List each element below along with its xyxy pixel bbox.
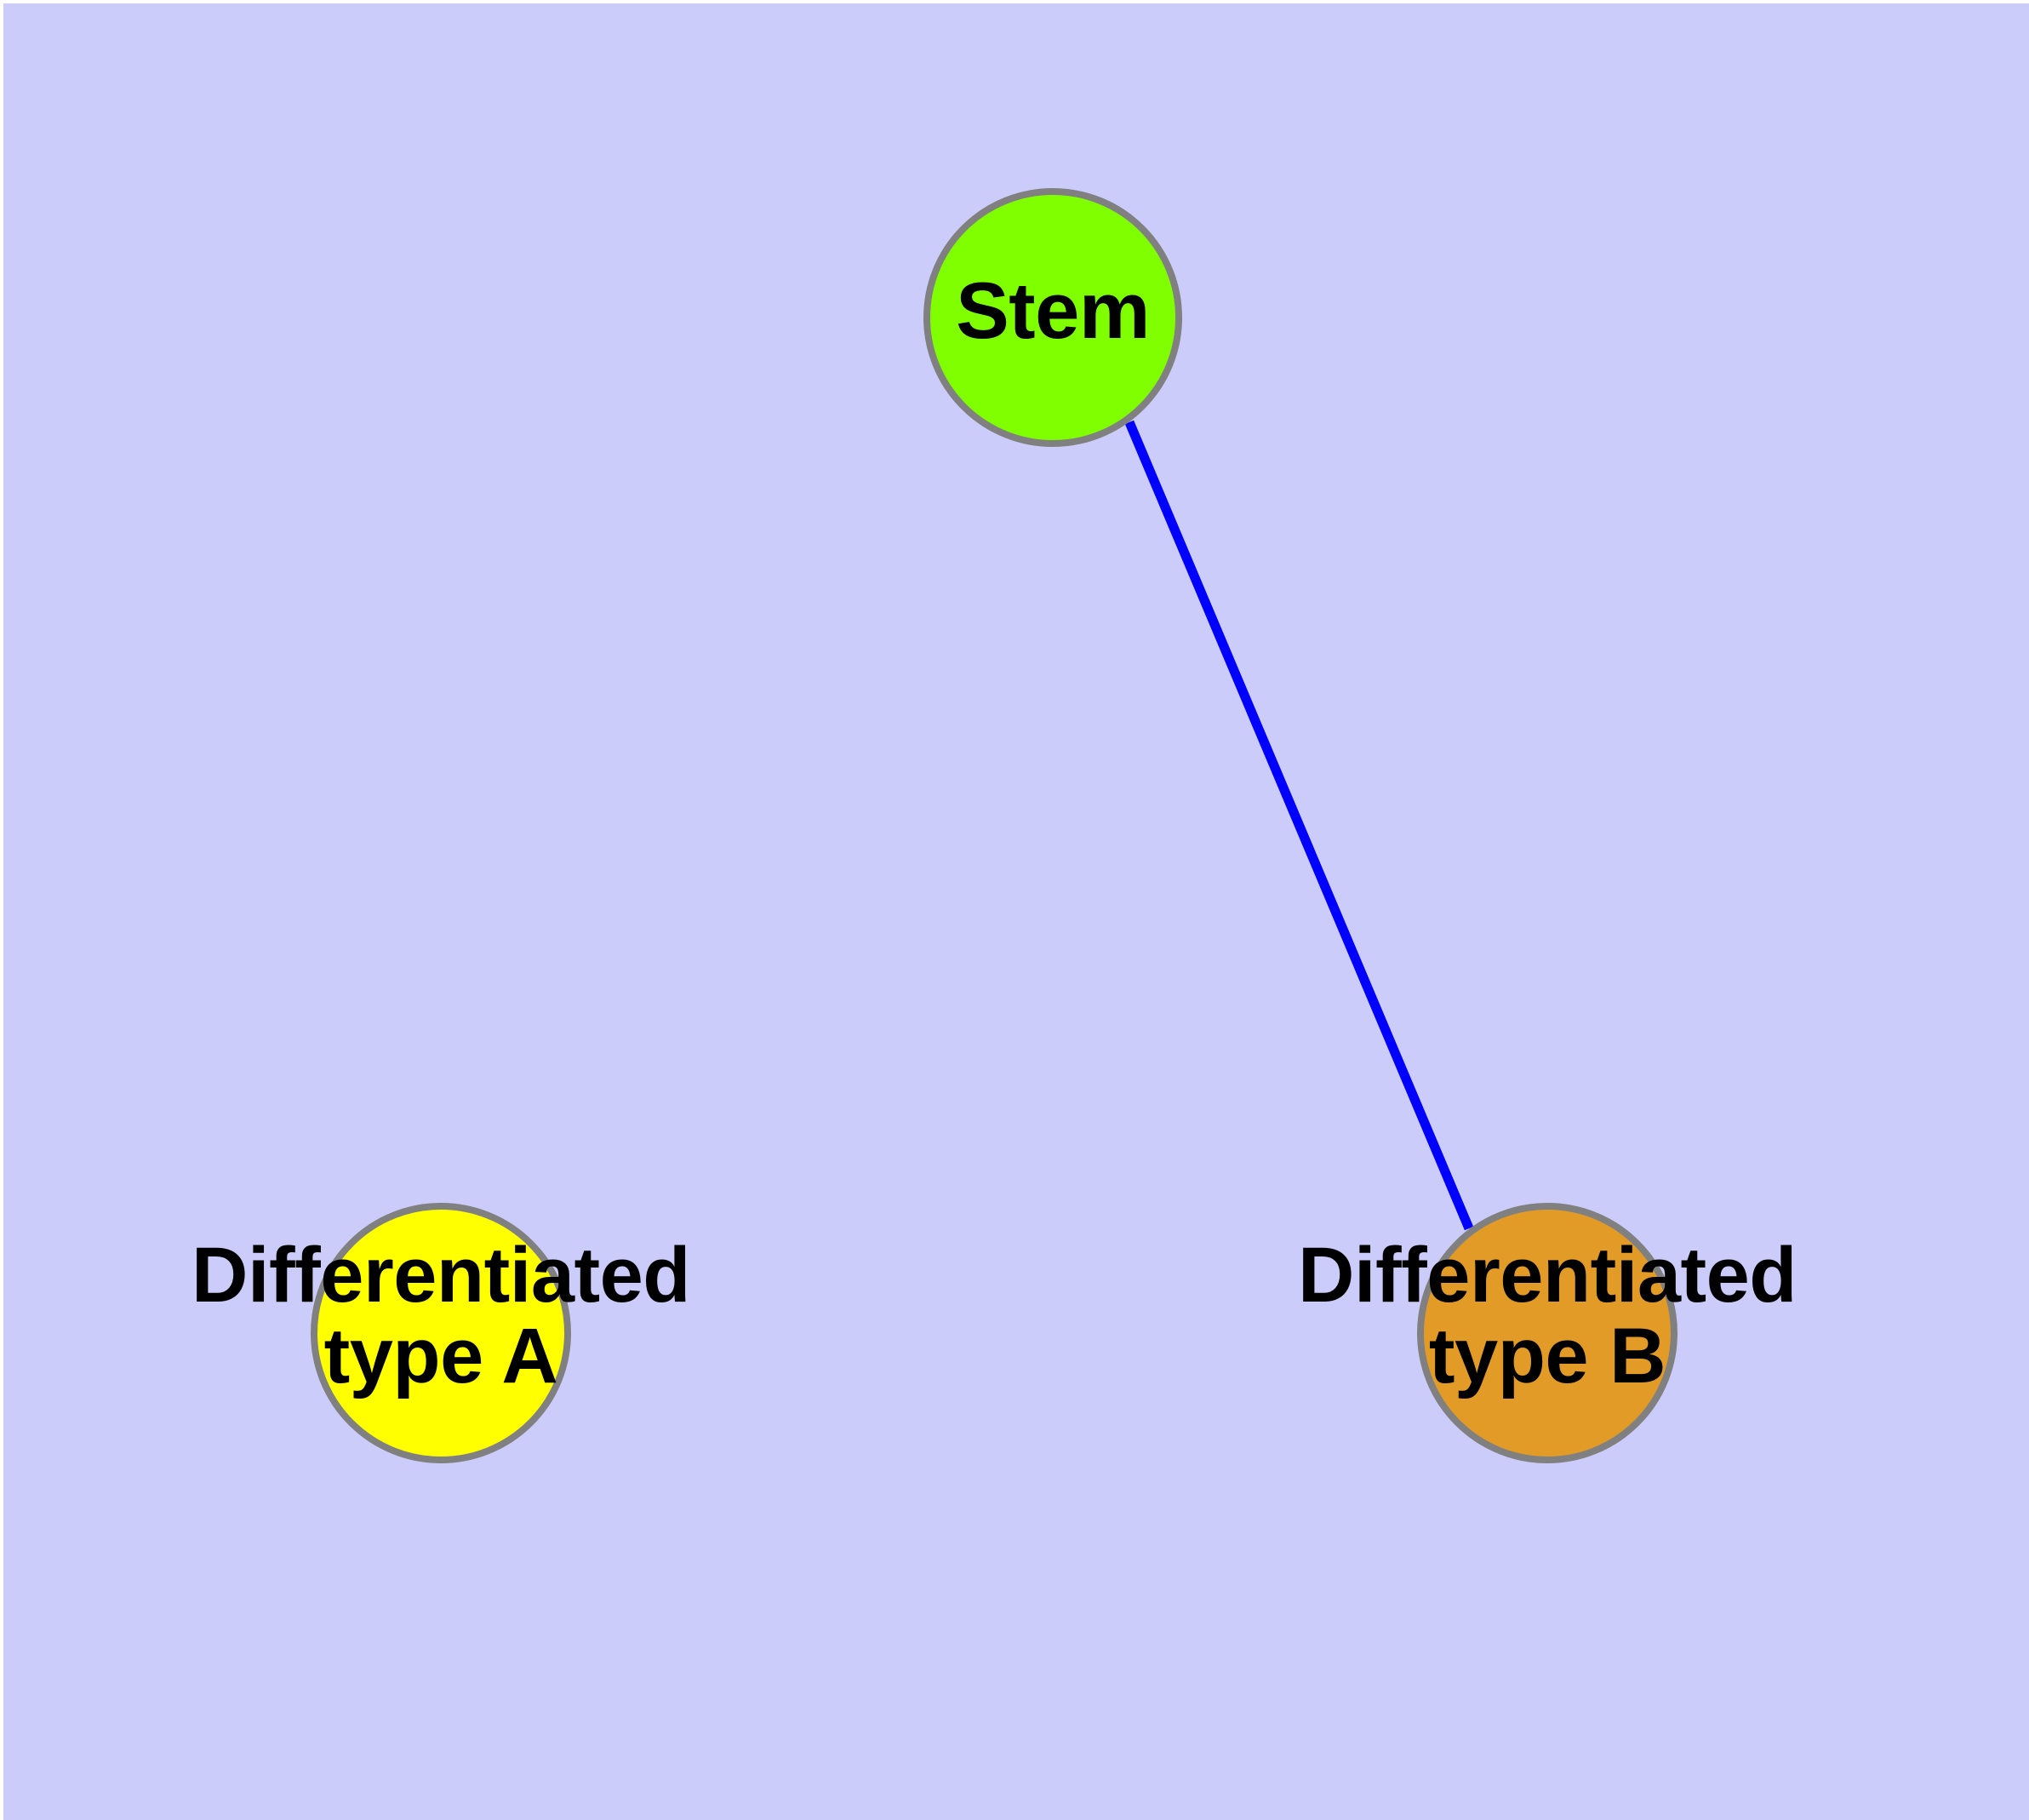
node-stem[interactable]	[923, 188, 1182, 447]
edge-stem-to-diff-b	[1124, 420, 1474, 1231]
node-group	[311, 188, 1677, 1463]
edge-group	[1124, 420, 1474, 1231]
node-differentiated-type-b[interactable]	[1417, 1203, 1677, 1463]
node-differentiated-type-a[interactable]	[311, 1203, 571, 1463]
